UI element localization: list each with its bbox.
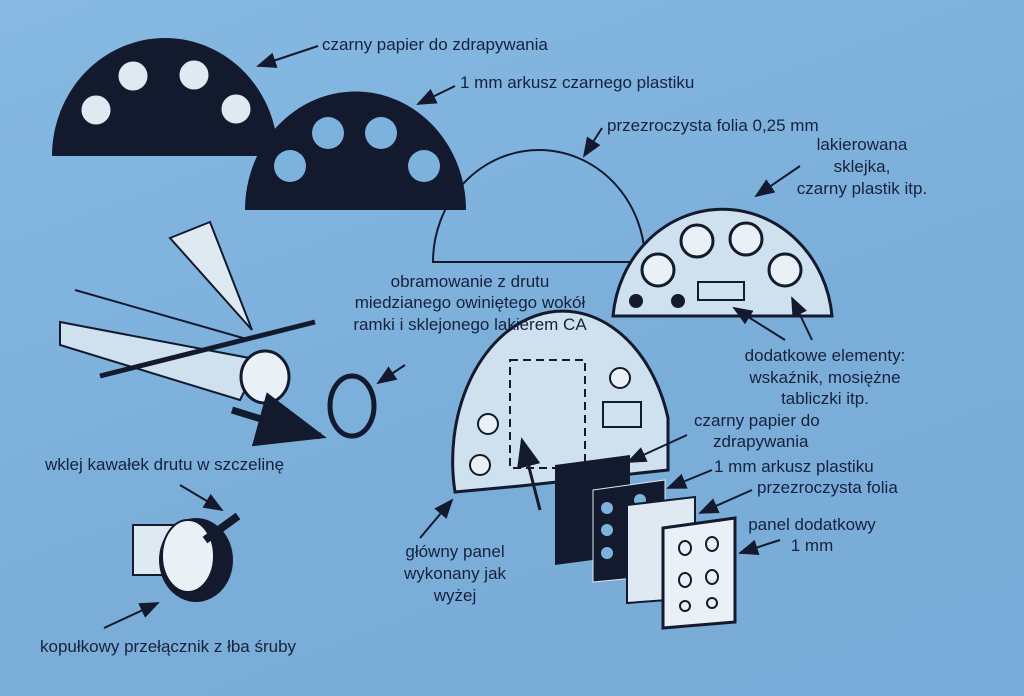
label-main-panel-1: główny panel bbox=[405, 542, 504, 561]
arrow bbox=[179, 484, 224, 512]
arrow bbox=[698, 489, 753, 514]
label-main-panel-3: wyżej bbox=[433, 586, 477, 605]
label-plastic-small: 1 mm arkusz plastiku bbox=[714, 457, 874, 476]
arrow bbox=[626, 434, 688, 463]
label-clear-foil: przezroczysta folia 0,25 mm bbox=[607, 116, 819, 135]
label-black-plastic: 1 mm arkusz czarnego plastiku bbox=[460, 73, 694, 92]
scratch-paper-panel bbox=[52, 38, 278, 156]
arrow bbox=[256, 45, 319, 68]
clear-foil-panel bbox=[431, 149, 647, 263]
label-glue-wire: wklej kawałek drutu w szczelinę bbox=[44, 455, 284, 474]
arrow bbox=[416, 85, 456, 105]
label-scratch-paper: czarny papier do zdrapywania bbox=[322, 35, 548, 54]
label-wire-frame-1: obramowanie z drutu bbox=[391, 272, 550, 291]
label-scratch-small-1: czarny papier do bbox=[694, 411, 820, 430]
label-plywood-1: lakierowana bbox=[817, 135, 908, 154]
arrow bbox=[666, 469, 713, 489]
arrow bbox=[103, 602, 160, 629]
label-scratch-small-2: zdrapywania bbox=[713, 432, 809, 451]
arrow bbox=[732, 306, 786, 341]
label-wire-frame-2: miedzianego owiniętego wokół bbox=[355, 293, 586, 312]
arrow bbox=[791, 296, 813, 341]
label-clear-foil-small: przezroczysta folia bbox=[757, 478, 898, 497]
plywood-panel bbox=[611, 207, 834, 318]
label-extra-elements-1: dodatkowe elementy: bbox=[745, 346, 906, 365]
label-extra-panel-2: 1 mm bbox=[791, 536, 834, 555]
label-plywood-3: czarny plastik itp. bbox=[797, 179, 927, 198]
label-extra-elements-2: wskaźnik, mosiężne bbox=[748, 368, 900, 387]
arrow bbox=[738, 539, 781, 556]
label-main-panel-2: wykonany jak bbox=[403, 564, 507, 583]
label-extra-panel-1: panel dodatkowy bbox=[748, 515, 876, 534]
label-extra-elements-3: tabliczki itp. bbox=[781, 389, 869, 408]
arrow bbox=[754, 165, 801, 198]
label-plywood-2: sklejka, bbox=[834, 157, 891, 176]
arrow bbox=[419, 498, 454, 539]
main-panel-illustration bbox=[451, 309, 737, 630]
dome-switch-illustration bbox=[132, 512, 241, 602]
label-wire-frame-3: ramki i sklejonego lakierem CA bbox=[353, 315, 587, 334]
label-dome-switch: kopułkowy przełącznik z łba śruby bbox=[40, 637, 297, 656]
arrow bbox=[582, 127, 603, 158]
black-plastic-panel bbox=[245, 91, 466, 210]
wire-wrapping-illustration bbox=[59, 220, 406, 447]
